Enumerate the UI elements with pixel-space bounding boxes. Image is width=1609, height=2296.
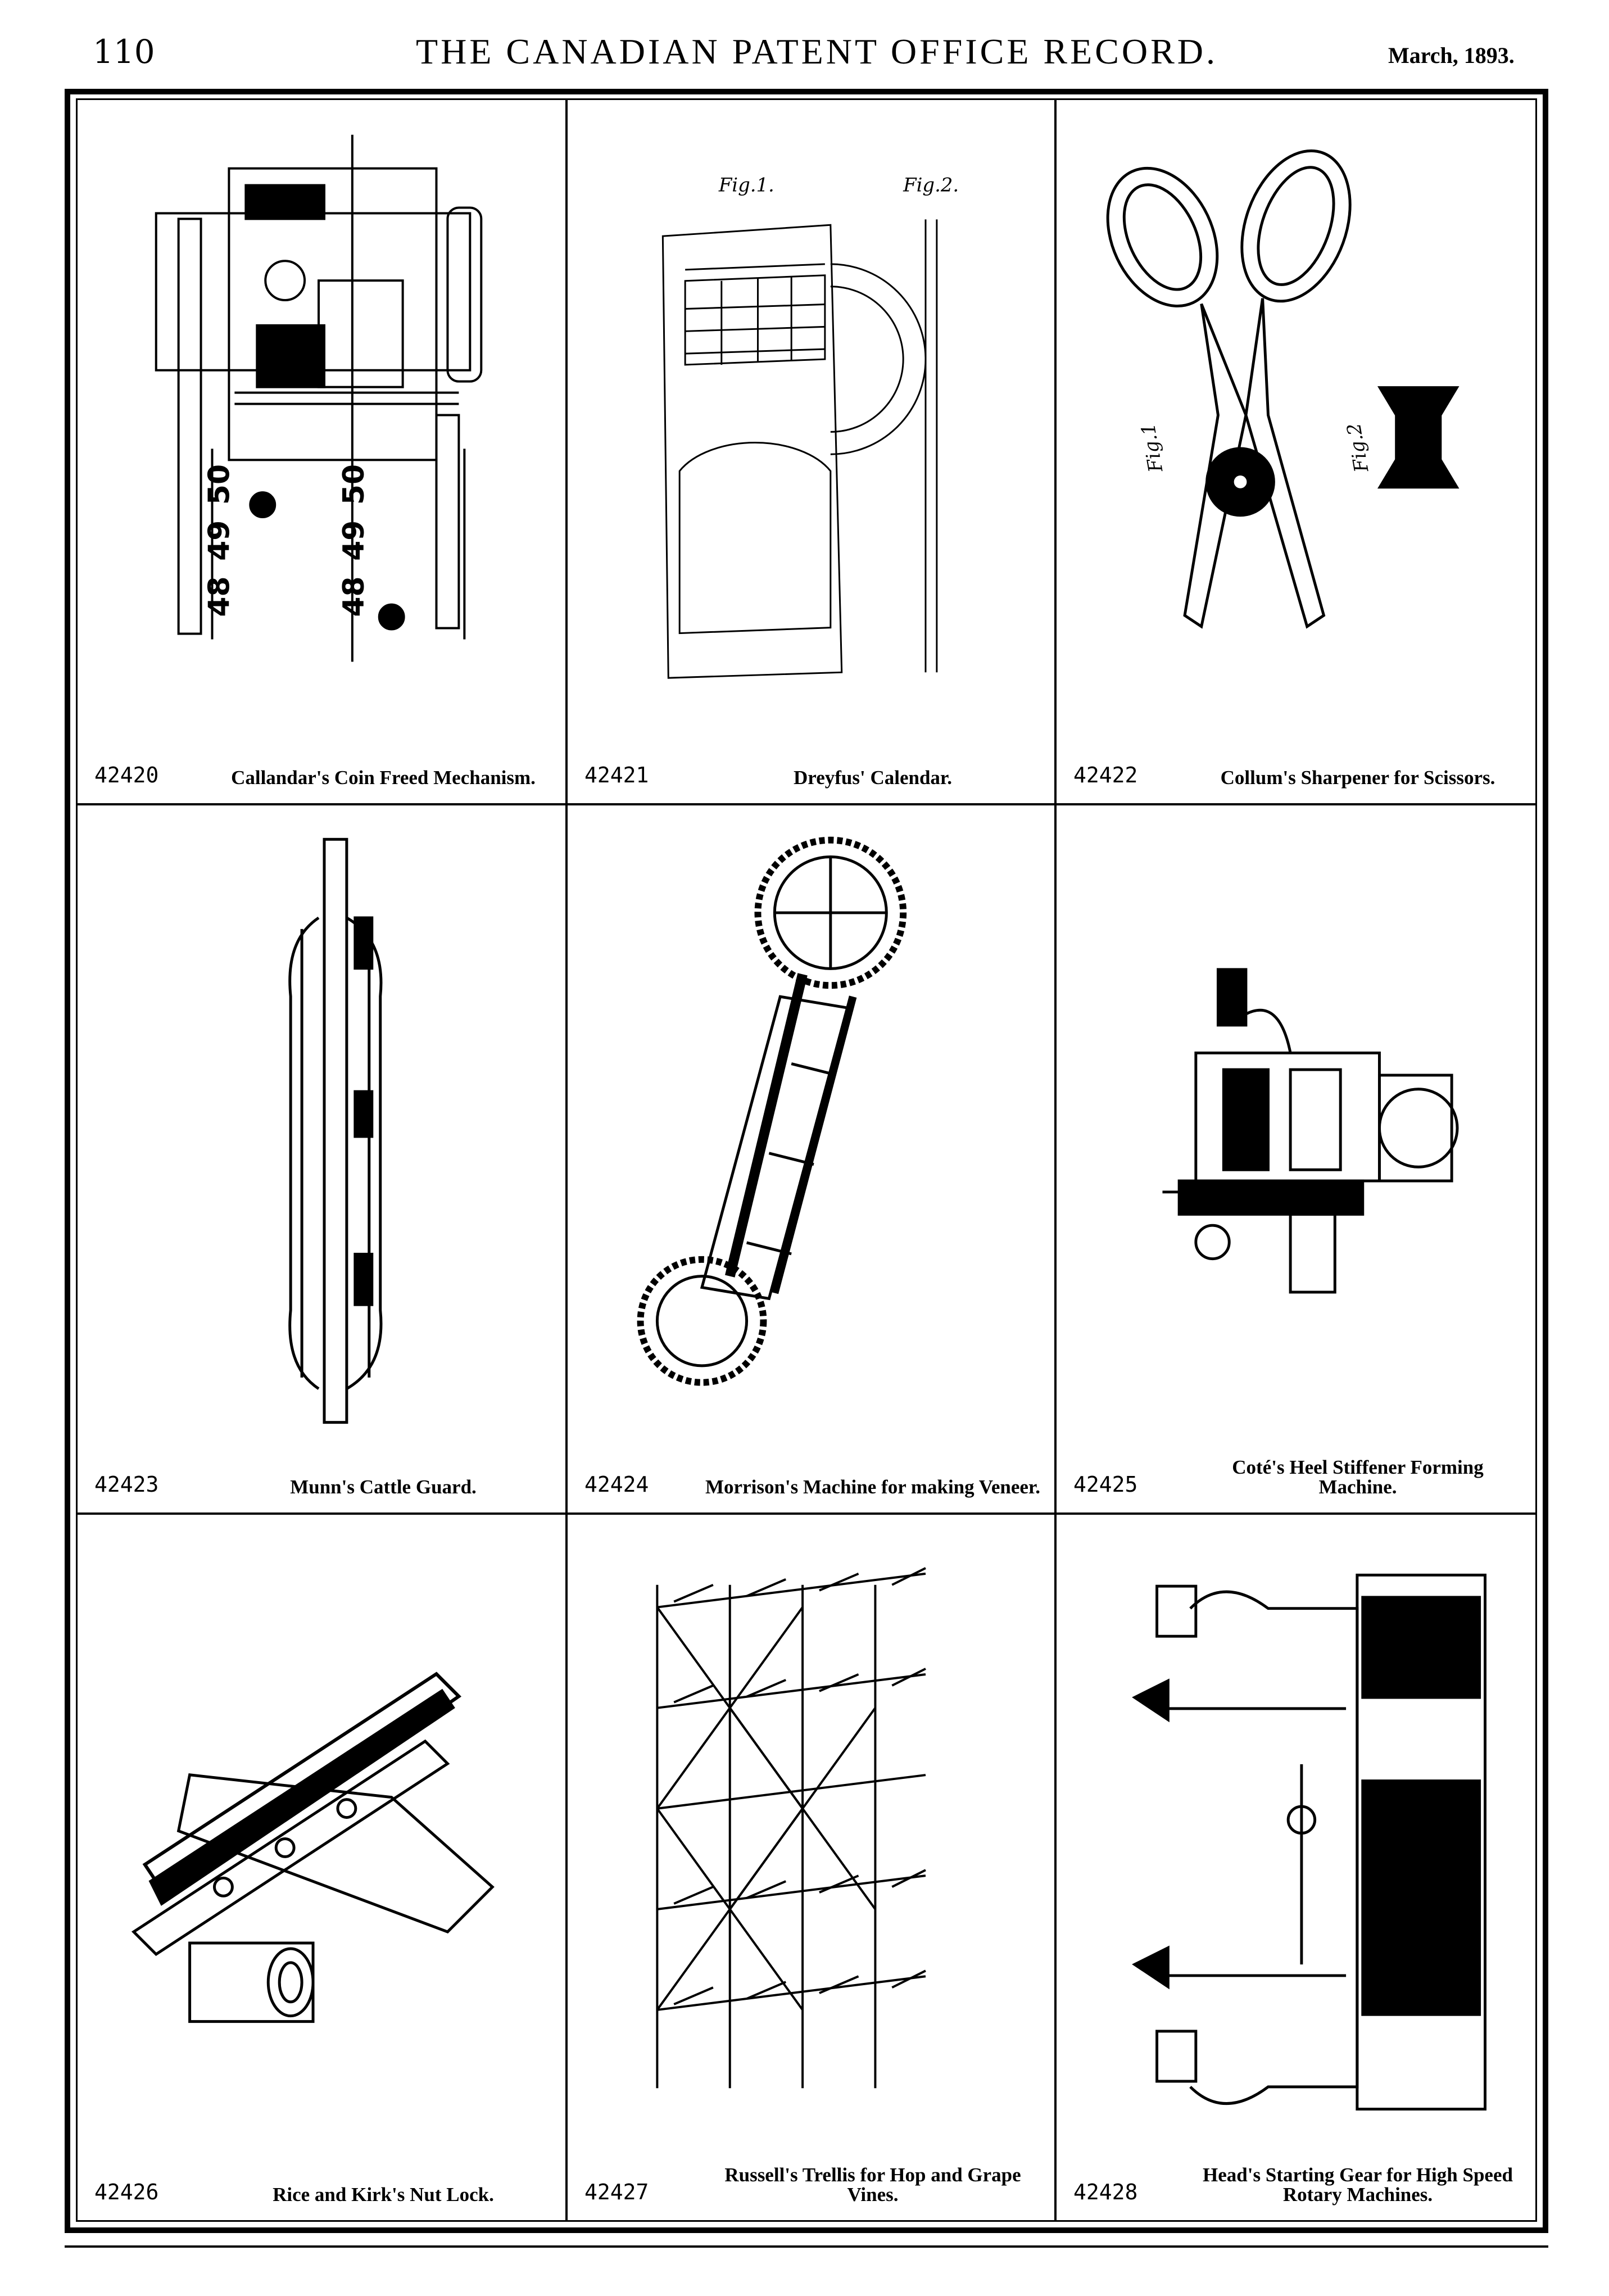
patent-caption: 42421 Dreyfus' Calendar. [584, 737, 1043, 787]
patent-title: Russell's Trellis for Hop and Grape Vine… [724, 2164, 1021, 2206]
bottom-rule [65, 2245, 1548, 2248]
patent-cell-42428: 42428 Head's Starting Gear for High Spee… [1057, 1515, 1535, 2220]
figure-label: 49 [202, 520, 236, 561]
patent-caption: 42426 Rice and Kirk's Nut Lock. [94, 2154, 554, 2204]
figure-label: Fig.2. [903, 174, 959, 196]
patent-title: Munn's Cattle Guard. [290, 1476, 477, 1498]
coin-mechanism-drawing: 48 49 50 48 49 50 [100, 123, 543, 719]
calendar-drawing: Fig.1. Fig.2. [590, 123, 1032, 719]
patent-cell-42423: 42423 Munn's Cattle Guard. [78, 805, 568, 1515]
heel-stiffener-machine-drawing [1079, 828, 1513, 1428]
page-number: 110 [93, 33, 155, 71]
veneer-machine-drawing [590, 828, 1032, 1428]
figure-label: 48 [202, 576, 236, 617]
patent-title: Callandar's Coin Freed Mechanism. [231, 767, 536, 789]
patent-number: 42424 [584, 1472, 649, 1497]
patent-caption: 42420 Callandar's Coin Freed Mechanism. [94, 737, 554, 787]
patent-number: 42421 [584, 763, 649, 787]
figure-label: Fig.1 [1137, 422, 1167, 474]
figure-label: 50 [202, 464, 236, 505]
patent-cell-42421: Fig.1. Fig.2. 42421 Dreyfus' Calendar. [568, 100, 1057, 805]
patent-title: Coté's Heel Stiffener Forming Machine. [1232, 1456, 1484, 1498]
journal-title: THE CANADIAN PATENT OFFICE RECORD. [416, 31, 1218, 71]
patent-caption: 42422 Collum's Sharpener for Scissors. [1073, 737, 1524, 787]
patent-number: 42423 [94, 1472, 159, 1497]
scissors-drawing: Fig.1 Fig.2 [1079, 123, 1513, 719]
inner-frame [76, 98, 1537, 2222]
patent-cell-42422: Fig.1 Fig.2 42422 Collum's Sharpener for… [1057, 100, 1535, 805]
cattle-guard-drawing [100, 828, 543, 1428]
patent-number: 42428 [1073, 2180, 1138, 2204]
figure-label: 48 [337, 576, 371, 617]
patent-number: 42427 [584, 2180, 649, 2204]
patent-title: Morrison's Machine for making Veneer. [705, 1476, 1040, 1498]
patent-grid: 48 49 50 48 49 50 42420 Callandar's Coin… [78, 100, 1535, 2220]
patent-caption: 42424 Morrison's Machine for making Vene… [584, 1446, 1043, 1497]
patent-number: 42426 [94, 2180, 159, 2204]
patent-title: Rice and Kirk's Nut Lock. [273, 2184, 494, 2206]
nut-lock-drawing [100, 1537, 543, 2136]
outer-frame [65, 89, 1548, 2233]
issue-date: March, 1893. [1388, 43, 1515, 68]
patent-title: Collum's Sharpener for Scissors. [1220, 767, 1495, 789]
running-head: 110 THE CANADIAN PATENT OFFICE RECORD. M… [0, 0, 1609, 84]
figure-label: Fig.1. [718, 174, 774, 196]
patent-caption: 42425 Coté's Heel Stiffener Forming Mach… [1073, 1446, 1524, 1497]
patent-cell-42424: 42424 Morrison's Machine for making Vene… [568, 805, 1057, 1515]
patent-number: 42422 [1073, 763, 1138, 787]
starting-gear-drawing [1079, 1537, 1513, 2136]
trellis-drawing [590, 1537, 1032, 2136]
patent-number: 42425 [1073, 1472, 1138, 1497]
patent-caption: 42428 Head's Starting Gear for High Spee… [1073, 2154, 1524, 2204]
figure-label: 49 [337, 520, 371, 561]
patent-title: Head's Starting Gear for High Speed Rota… [1203, 2164, 1513, 2206]
patent-cell-42420: 48 49 50 48 49 50 42420 Callandar's Coin… [78, 100, 568, 805]
patent-cell-42425: 42425 Coté's Heel Stiffener Forming Mach… [1057, 805, 1535, 1515]
patent-number: 42420 [94, 763, 159, 787]
patent-title: Dreyfus' Calendar. [794, 767, 952, 789]
figure-label: 50 [337, 464, 371, 505]
figure-label: Fig.2 [1343, 422, 1373, 474]
patent-caption: 42423 Munn's Cattle Guard. [94, 1446, 554, 1497]
patent-cell-42427: 42427 Russell's Trellis for Hop and Grap… [568, 1515, 1057, 2220]
patent-cell-42426: 42426 Rice and Kirk's Nut Lock. [78, 1515, 568, 2220]
patent-caption: 42427 Russell's Trellis for Hop and Grap… [584, 2154, 1043, 2204]
